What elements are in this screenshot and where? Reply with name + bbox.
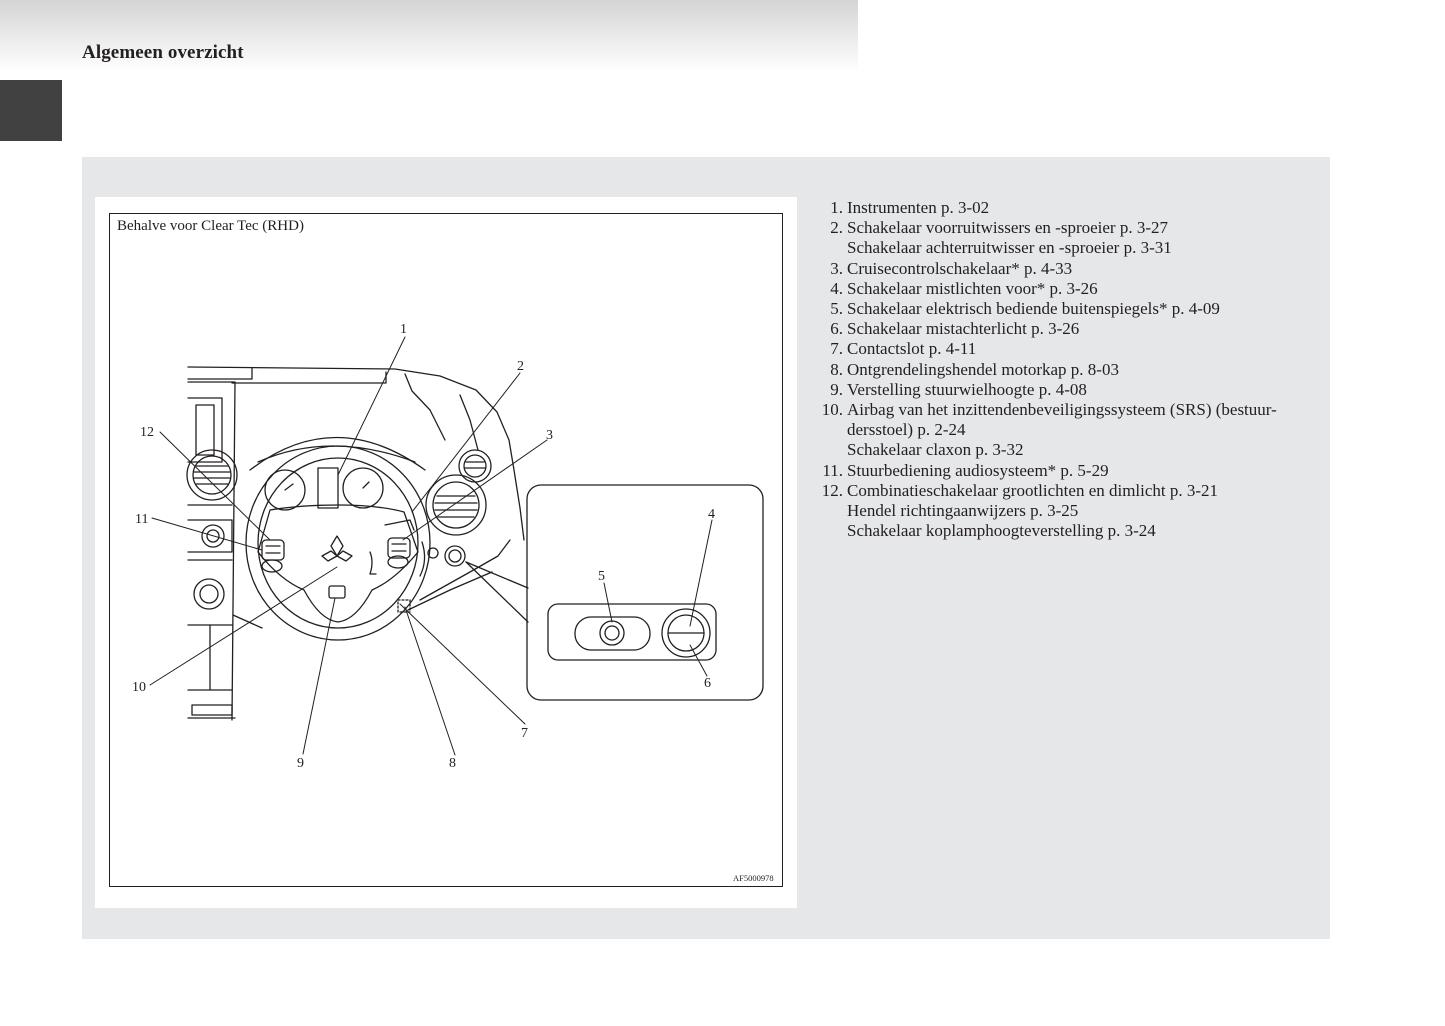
legend-text: Stuurbediening audiosysteem* p. 5-29 [847,461,1318,481]
legend-text: Contactslot p. 4-11 [847,339,1318,359]
legend-line: Stuurbediening audiosysteem* p. 5-29 [847,460,1109,480]
left-air-vent [186,449,238,501]
legend-number: 1. [830,198,843,217]
legend-line: Schakelaar mistlichten voor* p. 3-26 [847,278,1098,298]
legend-item: 10.Airbag van het inzittendenbeveiliging… [818,400,1318,461]
legend-line: Verstelling stuurwielhoogte p. 4-08 [847,379,1087,399]
legend-number: 7. [830,339,843,359]
legend-text: Verstelling stuurwielhoogte p. 4-08 [847,380,1318,400]
legend-item: 4.Schakelaar mistlichten voor* p. 3-26 [818,279,1318,299]
legend-line: Hendel richtingaanwijzers p. 3-25 [847,501,1079,521]
legend-text: Schakelaar elektrisch bediende buitenspi… [847,299,1318,319]
callout-12: 12 [140,425,154,440]
chapter-tab [0,80,62,141]
legend-text: Schakelaar voorruitwissers en -sproeier … [847,218,1318,258]
legend-line: Instrumenten p. 3-02 [847,198,990,217]
legend-item: 3.Cruisecontrolschakelaar* p. 4-33 [818,259,1318,279]
legend-text: Schakelaar mistlichten voor* p. 3-26 [847,279,1318,299]
legend-text: Cruisecontrolschakelaar* p. 4-33 [847,259,1318,279]
legend-line: Combinatieschakelaar grootlichten en dim… [847,480,1219,500]
legend-line: Schakelaar koplamphoogteverstelling p. 3… [847,521,1156,541]
legend-line: Schakelaar claxon p. 3-32 [847,440,1024,460]
legend-item: 6.Schakelaar mistachterlicht p. 3-26 [818,319,1318,339]
legend-text: Combinatieschakelaar grootlichten en dim… [847,481,1318,542]
callout-3: 3 [546,428,553,443]
audio-unit [187,519,233,610]
figure-frame [109,213,783,887]
callout-4: 4 [708,507,715,522]
legend-line: dersstoel) p. 2-24 [847,420,966,440]
figure-caption: Behalve voor Clear Tec (RHD) [117,218,304,234]
legend-item: 1.Instrumenten p. 3-02 [818,198,1318,218]
callout-9: 9 [297,756,304,771]
legend-number: 4. [830,278,843,298]
legend-item: 7.Contactslot p. 4-11 [818,339,1318,359]
legend-line: Airbag van het inzittendenbeveiligingssy… [847,400,1277,420]
callout-5: 5 [598,569,605,584]
legend-line: Ontgrendelingshendel motorkap p. 8-03 [847,359,1119,379]
legend-number: 6. [830,319,843,339]
legend-item: 11.Stuurbediening audiosysteem* p. 5-29 [818,461,1318,481]
legend-number: 2. [830,218,843,238]
legend-text: Airbag van het inzittendenbeveiligingssy… [847,400,1318,461]
steering-wheel [245,445,431,641]
legend-number: 5. [830,299,843,319]
inset-detail [465,484,764,701]
legend-item: 2.Schakelaar voorruitwissers en -sproeie… [818,218,1318,258]
callout-6: 6 [704,676,711,691]
ignition-area [419,541,466,577]
page-title: Algemeen overzicht [82,42,244,63]
legend-line: Schakelaar mistachterlicht p. 3-26 [847,319,1080,339]
legend-number: 10. [821,400,843,420]
legend-item: 9.Verstelling stuurwielhoogte p. 4-08 [818,380,1318,400]
legend-text: Instrumenten p. 3-02 [847,198,1318,218]
legend-text: Schakelaar mistachterlicht p. 3-26 [847,319,1318,339]
legend-number: 8. [830,359,843,379]
legend-line: Contactslot p. 4-11 [847,339,977,359]
figure-code: AF5000978 [733,873,774,883]
callout-1: 1 [400,322,407,337]
legend-item: 5.Schakelaar elektrisch bediende buitens… [818,299,1318,319]
dashboard-outline [187,366,525,721]
legend-line: Schakelaar achterruitwisser en -sproeier… [847,238,1172,258]
legend-line: Schakelaar voorruitwissers en -sproeier … [847,218,1169,238]
callout-8: 8 [449,756,456,771]
callout-2: 2 [517,359,524,374]
legend-text: Ontgrendelingshendel motorkap p. 8-03 [847,360,1318,380]
instrument-cluster [249,436,426,511]
legend-number: 9. [830,379,843,399]
callout-10: 10 [132,680,146,695]
callout-11: 11 [135,512,148,527]
callout-7: 7 [521,726,528,741]
leader-lines [149,336,713,756]
legend-line: Schakelaar elektrisch bediende buitenspi… [847,299,1220,319]
legend-item: 8.Ontgrendelingshendel motorkap p. 8-03 [818,360,1318,380]
header-band [0,0,858,72]
right-air-vents [425,449,492,536]
legend-number: 3. [830,258,843,278]
legend-number: 12. [821,480,843,500]
legend-line: Cruisecontrolschakelaar* p. 4-33 [847,258,1073,278]
callout-numbers: 1 2 3 4 5 6 7 8 9 10 11 12 [132,322,715,771]
legend-item: 12.Combinatieschakelaar grootlichten en … [818,481,1318,542]
legend-number: 11. [822,460,843,480]
